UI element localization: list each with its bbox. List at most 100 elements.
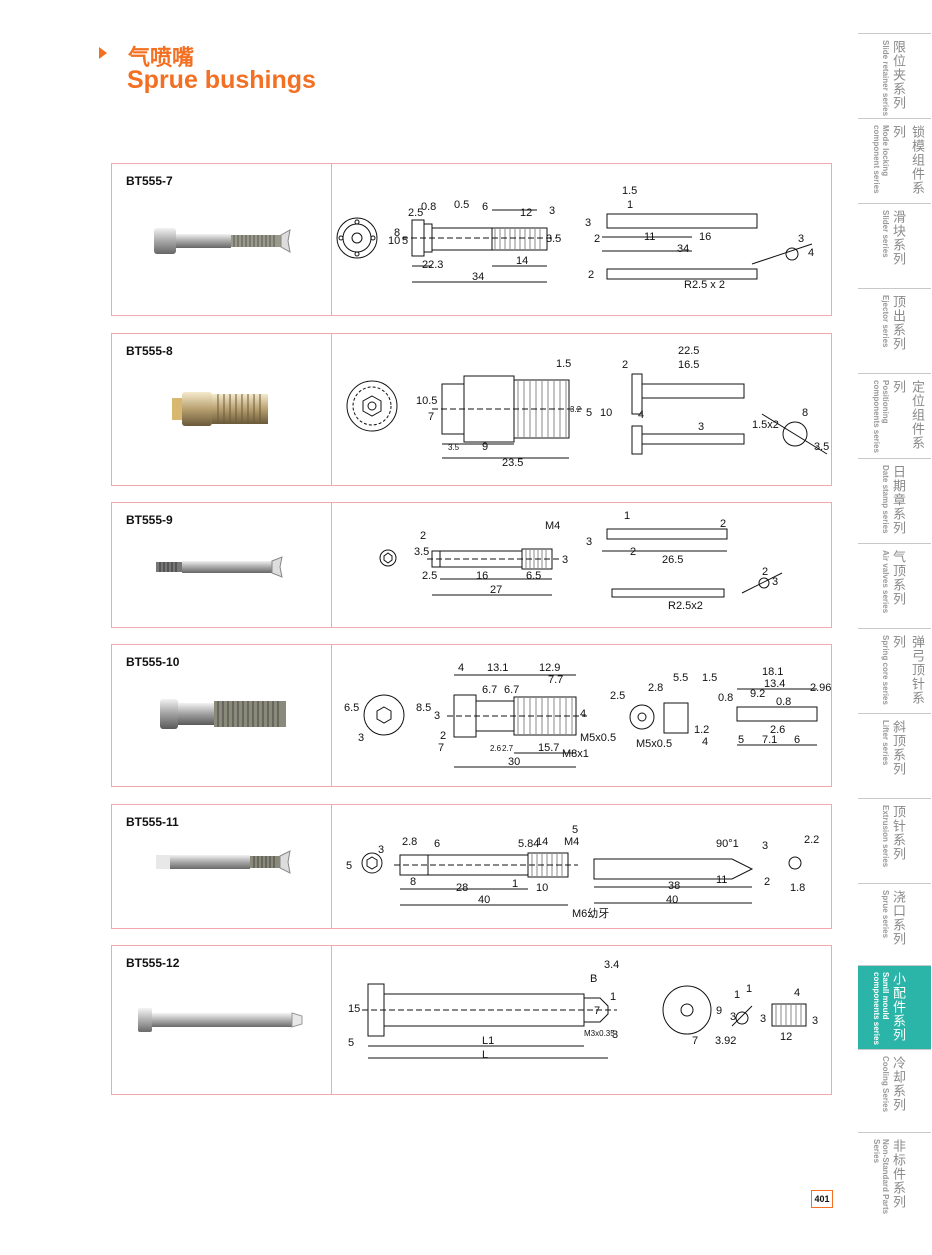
tab-label-cn: 小配件系列 — [890, 972, 905, 1042]
tab-lifter[interactable]: 斜顶系列 Lifter series — [858, 713, 931, 798]
tab-label-cn: 浇口系列 — [890, 890, 905, 946]
tab-label-cn: 非标件系列 — [890, 1139, 905, 1209]
dim-label: M8x1 — [562, 748, 589, 760]
drawing-svg: 6.5 3 8.5 4 13.1 12.9 6.7 6.7 7.7 3 2 7 … — [344, 662, 831, 768]
dim-label: M4 — [545, 520, 560, 532]
dim-label: 2.5 — [610, 690, 625, 702]
tab-date-stamp[interactable]: 日期章系列 Date stamp series — [858, 458, 931, 543]
dim-label: 2 — [630, 546, 636, 558]
dim-label: 8 — [802, 407, 808, 419]
tab-label-cn: 定位组件系列 — [890, 380, 924, 450]
dim-label: 3 — [434, 710, 440, 722]
dim-label: 2.6 — [490, 744, 502, 753]
page-title-cn: 气喷嘴 — [128, 46, 195, 71]
dim-label: 40 — [666, 894, 678, 906]
dim-label: B — [590, 973, 597, 985]
tab-extrusion[interactable]: 顶针系列 Extrusion series — [858, 798, 931, 883]
tab-label-en: Sprue series — [881, 890, 890, 939]
product-photo — [156, 556, 283, 578]
dim-label: 8.5 — [416, 702, 431, 714]
dim-label: 38 — [668, 880, 680, 892]
dim-label: 3 — [772, 576, 778, 588]
tab-positioning[interactable]: 定位组件系列 Positioning components series — [858, 373, 931, 458]
dim-label: 2 — [622, 359, 628, 371]
tab-label-cn: 气顶系列 — [890, 550, 905, 606]
tab-ejector[interactable]: 顶出系列 Ejector series — [858, 288, 931, 373]
dim-label: 10 — [536, 882, 548, 894]
dim-label: 1 — [746, 983, 752, 995]
dim-label: 5 — [586, 407, 592, 419]
dim-label: 2 — [762, 566, 768, 578]
tab-label-en: Lifter series — [881, 720, 890, 766]
dim-label: 3 — [760, 1013, 766, 1025]
product-photo — [138, 1008, 303, 1032]
dim-label: 34 — [677, 243, 689, 255]
tab-spring-core[interactable]: 弹弓顶针系列 Spring core series — [858, 628, 931, 713]
tab-non-standard[interactable]: 非标件系列 Non-Standard Parts Series — [858, 1132, 931, 1216]
dim-label: L1 — [482, 1035, 494, 1047]
dim-label: 4 — [580, 708, 586, 720]
tab-cooling[interactable]: 冷却系列 Cooling Series — [858, 1049, 931, 1132]
dim-label: 9.2 — [750, 688, 765, 700]
dim-label: 18.1 — [762, 666, 783, 678]
dim-label: 3 — [730, 1011, 736, 1023]
dim-label: 27 — [490, 584, 502, 596]
product-row-bt555-8: BT555-8 10.5 7 1.5 3.2 5 10 3.5 9 — [111, 333, 832, 486]
dim-label: 16.5 — [678, 359, 699, 371]
dim-label: 2 — [420, 530, 426, 542]
tab-label-cn: 滑块系列 — [890, 210, 905, 266]
dim-label: 34 — [472, 271, 484, 283]
tab-label-en: Ejector series — [881, 295, 890, 348]
dim-label: 26.5 — [662, 554, 683, 566]
dim-label: 7 — [594, 1005, 600, 1017]
product-cell: BT555-12 — [112, 946, 332, 1094]
dim-label: 3 — [378, 844, 384, 856]
dim-label: 7 — [428, 411, 434, 423]
dim-label: 4 — [808, 247, 814, 259]
dim-label: 22.5 — [678, 345, 699, 357]
dim-label: 3 — [562, 554, 568, 566]
product-code: BT555-10 — [126, 655, 180, 669]
dim-label: 16 — [699, 231, 711, 243]
product-cell: BT555-11 — [112, 805, 332, 928]
dim-label: 12.9 — [539, 662, 560, 674]
tab-mode-locking[interactable]: 锁模组件系列 Mode locking component series — [858, 118, 931, 203]
tab-label-en: Mode locking component series — [872, 125, 890, 194]
dim-label: 4 — [794, 987, 800, 999]
tab-sprue[interactable]: 浇口系列 Sprue series — [858, 883, 931, 965]
dim-label: 7.7 — [548, 674, 563, 686]
dim-label: 3.5 — [448, 443, 460, 452]
technical-drawing: 5 3 2.8 6 5.84 14 M4 5 8 28 1 10 40 M6幼牙… — [332, 805, 831, 928]
dim-label: 0.8 — [421, 201, 436, 213]
dim-label: 2 — [588, 269, 594, 281]
technical-drawing: 10 8 5 2.5 0.8 0.5 6 12 3 3.5 22.3 14 34… — [332, 164, 831, 315]
dim-label: 10 — [600, 407, 612, 419]
page-number: 401 — [811, 1190, 833, 1208]
dim-label: 4 — [458, 662, 464, 674]
tab-slider[interactable]: 滑块系列 Slider series — [858, 203, 931, 288]
dim-label: 3 — [762, 840, 768, 852]
tab-label-en: Spring core series — [881, 635, 890, 705]
dim-label: M6幼牙 — [572, 907, 609, 920]
tab-small-components[interactable]: 小配件系列 Samll mould components series — [858, 965, 931, 1049]
dim-label: 1 — [624, 510, 630, 522]
dim-label: 5 — [572, 824, 578, 836]
tab-label-cn: 限位夹系列 — [890, 40, 905, 110]
dim-label: 6.5 — [344, 702, 359, 714]
dim-label: 2 — [594, 233, 600, 245]
dim-label: 23.5 — [502, 457, 523, 469]
technical-drawing: 15 5 L1 L B 3.4 7 1 M3x0.35 3 9 3 7 3.92… — [332, 946, 831, 1094]
dim-label: 5 — [348, 1037, 354, 1049]
product-code: BT555-9 — [126, 513, 173, 527]
tab-air-valves[interactable]: 气顶系列 Air valves series — [858, 543, 931, 628]
dim-label: M5x0.5 — [580, 732, 616, 744]
dim-label: 6.7 — [482, 684, 497, 696]
tab-slide-retainer[interactable]: 限位夹系列 Slide retainer series — [858, 33, 931, 118]
dim-label: 1 — [627, 199, 633, 211]
product-cell: BT555-8 — [112, 334, 332, 485]
tab-label-en: Non-Standard Parts Series — [872, 1139, 890, 1215]
dim-label: 3.4 — [604, 959, 619, 971]
tab-label-en: Date stamp series — [881, 465, 890, 534]
dim-label: 7 — [692, 1035, 698, 1047]
tab-label-cn: 日期章系列 — [890, 465, 905, 535]
